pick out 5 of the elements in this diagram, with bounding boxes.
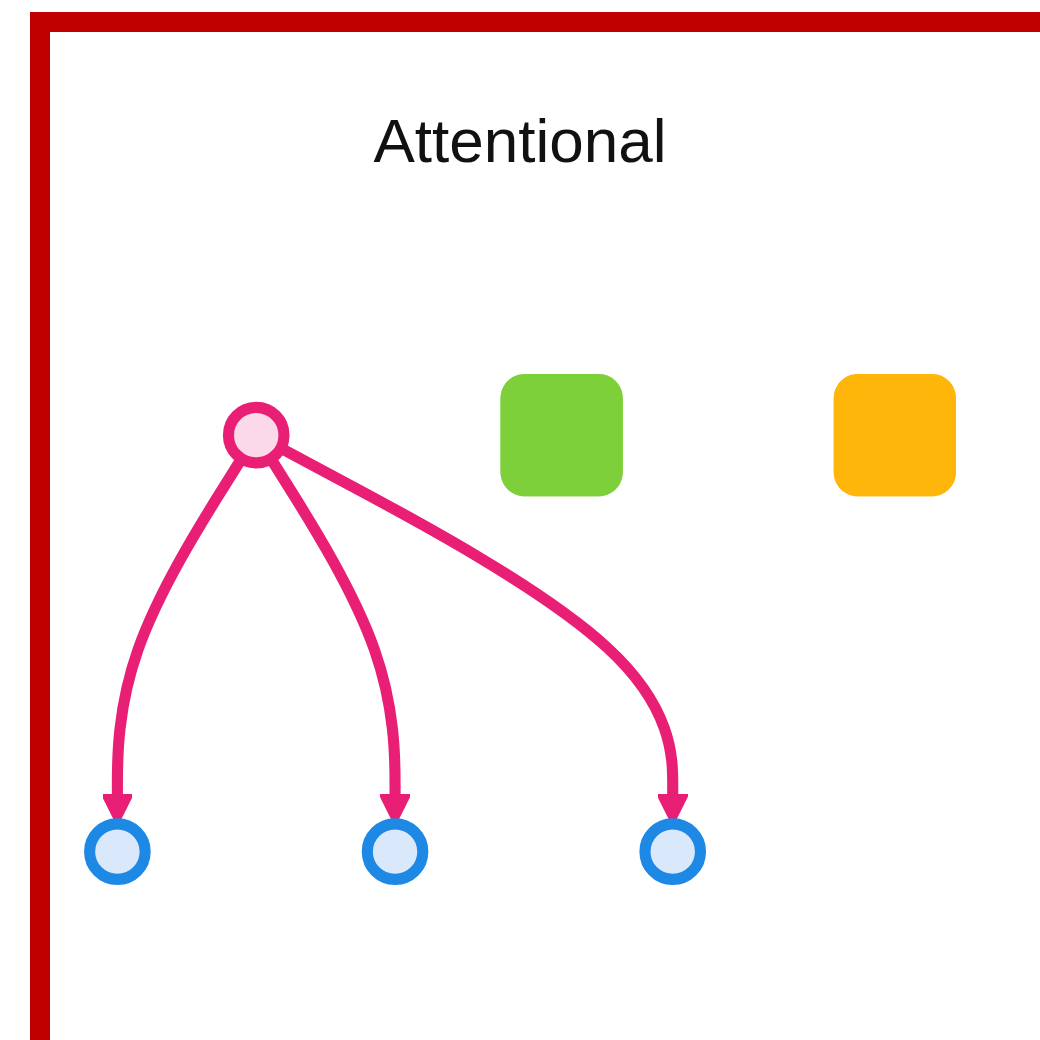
diagram-title: Attentional	[373, 105, 667, 176]
node-circle	[639, 818, 707, 886]
node-circle	[222, 402, 290, 469]
node-circle	[361, 818, 429, 886]
node-circle	[84, 818, 151, 886]
